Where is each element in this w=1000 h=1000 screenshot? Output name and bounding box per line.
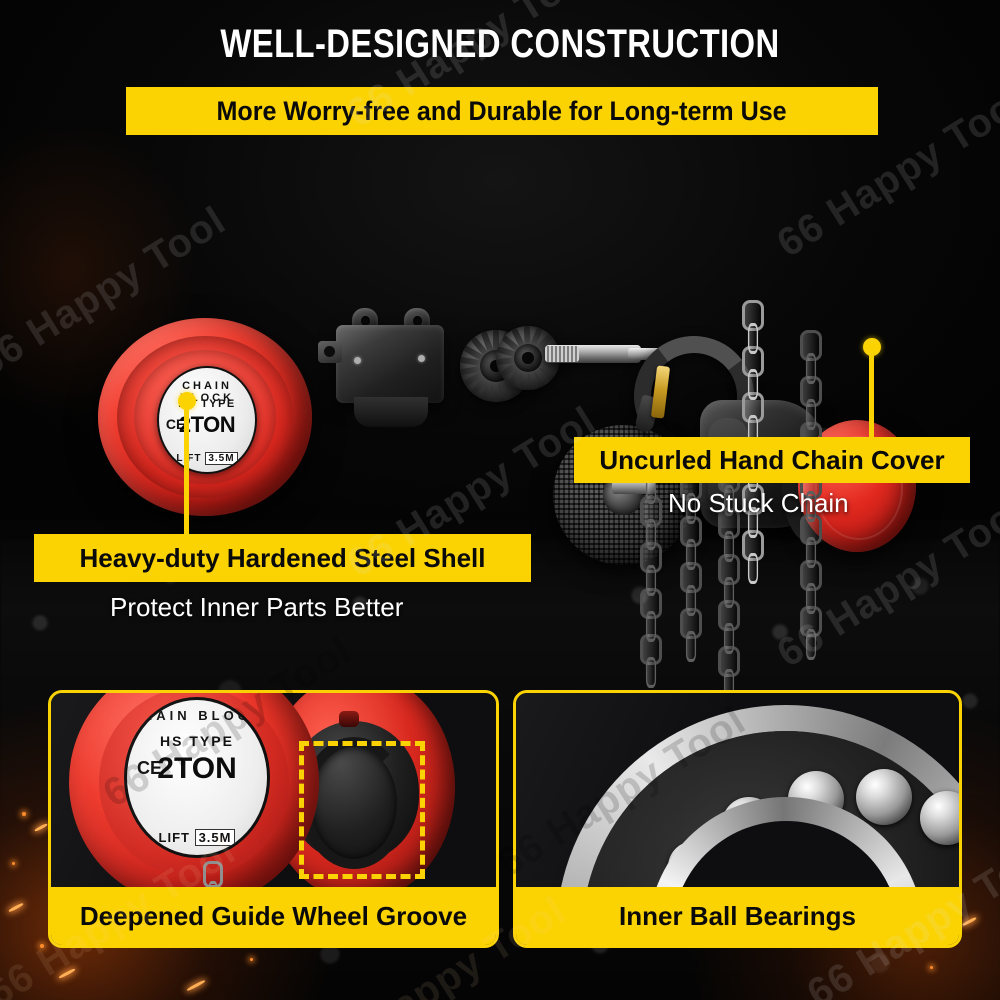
bearing-inner-race xyxy=(648,797,924,887)
panel-ball-bearings-image xyxy=(516,693,959,887)
panel-red-shell: CHAIN BLOCK HS TYPE CE 2TON LIFT 3.5M xyxy=(69,693,319,887)
nameplate-lift-value: 3.5M xyxy=(205,452,238,466)
panel-nameplate-lift-value: 3.5M xyxy=(194,829,236,846)
nameplate-type: HS TYPE xyxy=(178,397,236,410)
callout-shell-title-text: Heavy-duty Hardened Steel Shell xyxy=(79,542,486,573)
panel-ball-bearings[interactable]: Inner Ball Bearings xyxy=(513,690,962,948)
gear-bore xyxy=(522,352,534,364)
disc-pin xyxy=(612,480,656,494)
callout-shell-subtitle: Protect Inner Parts Better xyxy=(110,592,404,622)
panel-guide-wheel-caption: Deepened Guide Wheel Groove xyxy=(51,887,496,945)
spark-particle xyxy=(22,812,26,816)
cover-ring xyxy=(814,435,904,541)
bracket-hole xyxy=(418,355,425,362)
header: WELL-DESIGNED CONSTRUCTION More Worry-fr… xyxy=(0,0,1000,150)
bearing-ball xyxy=(788,771,844,827)
bracket-foot xyxy=(354,397,428,427)
nameplate-capacity: 2TON xyxy=(178,411,236,437)
spark-particle xyxy=(250,958,253,961)
panel-nameplate-lift: LIFT 3.5M xyxy=(127,829,267,846)
bracket-hole xyxy=(354,357,361,364)
panel-sheen xyxy=(51,693,496,887)
panel-guide-wheel-image: CHAIN BLOCK HS TYPE CE 2TON LIFT 3.5M xyxy=(51,693,496,887)
chain-icon xyxy=(640,450,662,688)
panel-guide-wheel-caption-text: Deepened Guide Wheel Groove xyxy=(79,900,468,931)
shaft-knurl xyxy=(545,346,579,362)
chain-icon xyxy=(680,470,702,662)
ball-bearing-assembly xyxy=(556,705,959,887)
nameplate-lift: LIFT 3.5M xyxy=(159,452,255,466)
guide-wheel-knob xyxy=(339,711,359,727)
hoist-red-shell: CHAIN BLOCK HS TYPE CE 2TON LIFT 3.5M xyxy=(98,318,312,516)
panel-nameplate-capacity: 2TON xyxy=(127,752,267,786)
panel-nameplate: CHAIN BLOCK HS TYPE CE 2TON LIFT 3.5M xyxy=(124,697,270,858)
callout-chain-cover-title: Uncurled Hand Chain Cover xyxy=(574,437,970,483)
gear-icon xyxy=(495,325,561,391)
panel-nameplate-ce-mark: CE xyxy=(137,758,162,779)
callout-dot-icon xyxy=(178,392,196,410)
spark-particle xyxy=(930,966,933,969)
panel-nameplate-type: HS TYPE xyxy=(127,733,267,749)
spark-particle xyxy=(40,944,44,948)
panel-guide-wheel[interactable]: CHAIN BLOCK HS TYPE CE 2TON LIFT 3.5M xyxy=(48,690,499,948)
bracket-icon xyxy=(318,305,452,427)
page-title: WELL-DESIGNED CONSTRUCTION xyxy=(220,22,780,66)
panel-nameplate-brand: CHAIN BLOCK xyxy=(127,708,267,723)
panel-ball-bearings-caption: Inner Ball Bearings xyxy=(516,887,959,945)
bracket-plate xyxy=(336,325,444,403)
bearing-ball xyxy=(920,791,959,845)
panel-ball-bearings-caption-text: Inner Ball Bearings xyxy=(619,900,856,931)
subtitle-text: More Worry-free and Durable for Long-ter… xyxy=(216,95,788,126)
callout-chain-cover-title-text: Uncurled Hand Chain Cover xyxy=(599,444,945,475)
panel-sheen xyxy=(516,693,959,887)
bracket-bolt xyxy=(318,341,342,363)
bearing-ball xyxy=(856,769,912,825)
nameplate: CHAIN BLOCK HS TYPE CE 2TON LIFT 3.5M xyxy=(156,365,258,475)
nameplate-ce-mark: CE xyxy=(165,415,186,432)
callout-shell-title: Heavy-duty Hardened Steel Shell xyxy=(34,534,531,582)
callout-dot-icon xyxy=(863,338,881,356)
chain-icon xyxy=(203,861,223,887)
panel-nameplate-lift-prefix: LIFT xyxy=(159,830,190,845)
callout-leader-line xyxy=(184,400,189,534)
feature-panels: CHAIN BLOCK HS TYPE CE 2TON LIFT 3.5M xyxy=(0,690,1000,950)
callout-chain-cover-subtitle: No Stuck Chain xyxy=(668,488,849,518)
spark-particle xyxy=(12,862,15,865)
subtitle-banner: More Worry-free and Durable for Long-ter… xyxy=(126,87,878,135)
callout-leader-line xyxy=(869,346,874,440)
dashed-highlight-icon xyxy=(299,741,425,879)
